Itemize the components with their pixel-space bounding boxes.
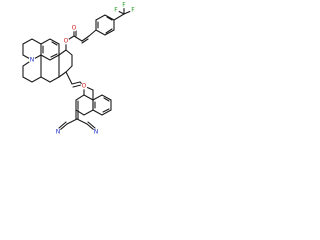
c-f-bond (117, 10, 125, 15)
atom-n-nitrile-left: N (56, 129, 61, 136)
ring-bond (65, 49, 73, 56)
vinyl-bond (71, 81, 81, 85)
phenyl-ring (95, 14, 115, 36)
molecule-structure-diagram: O O N O N N F F F (0, 0, 152, 152)
cf3-carbon-bond (113, 13, 125, 21)
benzo-double-bond (102, 108, 110, 113)
aromatic-double-bond (51, 41, 58, 46)
atom-o-ring-ester: O (64, 38, 69, 45)
ring-bond (40, 76, 51, 83)
ring-bond (58, 49, 67, 56)
dicyanomethylene-benzopyran (58, 85, 112, 131)
ring-bond (58, 71, 67, 78)
nitrile-triple-bond (59, 123, 68, 131)
atom-f-left: F (114, 7, 118, 14)
atom-n-julolidine: N (30, 57, 35, 64)
molecule-svg: O O N O N N F F F (22, 1, 137, 136)
phenyl-double-bond (105, 28, 113, 34)
atom-o-carbonyl: O (72, 25, 77, 32)
atom-f-right: F (131, 7, 135, 14)
aromatic-double-bond (50, 53, 58, 58)
pyran-ring (75, 85, 94, 116)
aromatic-ring (40, 38, 60, 61)
ring-bond (65, 65, 73, 73)
atom-label-backgrounds (28, 1, 137, 136)
benzo-ring (92, 94, 112, 116)
saturated-ring-upper (22, 38, 42, 61)
phenyl-double-bond (106, 16, 113, 21)
vinyl-double-bond (72, 84, 82, 88)
nitrile-triple-bond (86, 123, 95, 131)
nitrile-triple-bond (58, 121, 67, 129)
vinyl-bond (88, 29, 97, 37)
cyano-bond (76, 118, 88, 125)
cyano-bond (66, 118, 78, 125)
benzo-double-bond (103, 97, 110, 102)
nitrile-triple-bond (87, 121, 96, 129)
vinyl-double-bond (81, 38, 89, 44)
atom-f-top: F (122, 2, 126, 9)
carbonyl-bond (73, 35, 83, 42)
ring-bond (49, 76, 60, 83)
cinnamate-linker (65, 29, 97, 44)
atom-labels: O O N O N N F F F (30, 2, 136, 136)
vinyl-bond (81, 35, 90, 42)
c-f-bond (123, 10, 132, 15)
vinyl-bond (65, 71, 73, 85)
atom-o-pyran: O (82, 83, 87, 90)
atom-n-nitrile-right: N (94, 129, 99, 136)
